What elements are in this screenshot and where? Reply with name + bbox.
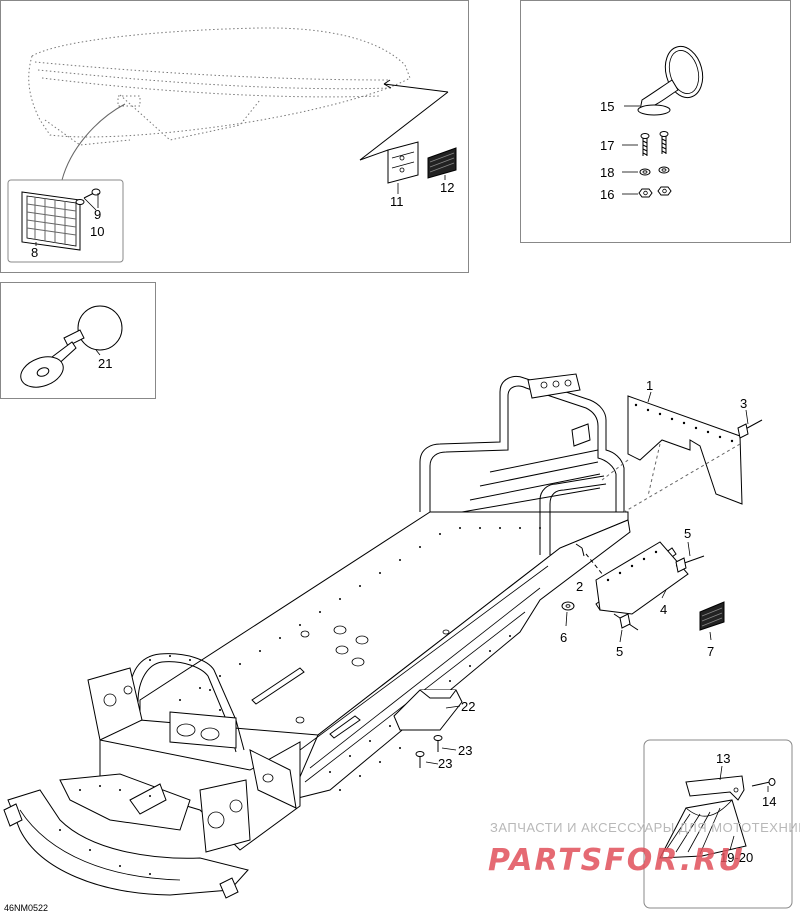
reflector-12 bbox=[427, 147, 457, 179]
panel-frame bbox=[520, 0, 791, 243]
reflector-7 bbox=[699, 601, 725, 631]
panel-hood-reflector: 8 9 10 11 12 bbox=[0, 0, 469, 273]
callout-12: 12 bbox=[440, 180, 454, 195]
callout-7: 7 bbox=[707, 644, 714, 659]
deck-holes bbox=[295, 625, 450, 724]
rear-rack bbox=[419, 373, 625, 555]
mirror-15 bbox=[637, 45, 704, 116]
tunnel-side bbox=[289, 519, 631, 801]
bracket-13 bbox=[685, 775, 745, 801]
horn-21 bbox=[20, 305, 123, 388]
callout-16: 16 bbox=[600, 187, 614, 202]
panel-mirror: 15 17 18 16 bbox=[520, 0, 791, 243]
callout-15: 15 bbox=[600, 99, 614, 114]
panel-horn: 21 bbox=[0, 282, 156, 399]
watermark-logo: PARTSFOR.RU bbox=[488, 843, 745, 878]
rivet-3 bbox=[737, 419, 763, 439]
watermark-tagline: ЗАПЧАСТИ И АКСЕССУАРЫ ДЛЯ МОТОТЕХНИКИ bbox=[490, 820, 800, 835]
panel-frame bbox=[0, 0, 469, 273]
bracket-11 bbox=[359, 141, 419, 184]
rivet-5-lower bbox=[613, 613, 639, 631]
reflector-8 bbox=[21, 191, 81, 251]
front-end bbox=[3, 667, 301, 899]
heat-shield-19-20 bbox=[659, 799, 747, 859]
bracket-4 bbox=[595, 541, 689, 615]
callout-1: 1 bbox=[646, 378, 653, 393]
rivet-5-upper bbox=[675, 555, 705, 573]
callout-23-lower: 23 bbox=[438, 756, 452, 771]
callout-9: 9 bbox=[94, 207, 101, 222]
panel-heat-shield: 13 14 19-20 bbox=[643, 739, 793, 909]
cover-22 bbox=[393, 689, 463, 731]
callout-4: 4 bbox=[660, 602, 667, 617]
nuts-16 bbox=[638, 186, 672, 198]
rivet-dots bbox=[179, 527, 541, 791]
washers-18 bbox=[639, 166, 670, 176]
callout-18: 18 bbox=[600, 165, 614, 180]
callout-8: 8 bbox=[31, 245, 38, 260]
chassis-frame bbox=[3, 373, 631, 899]
screw-14 bbox=[751, 778, 776, 787]
callout-10: 10 bbox=[90, 224, 104, 239]
screws-17 bbox=[640, 131, 669, 156]
callout-19-20: 19-20 bbox=[720, 850, 753, 865]
callout-5-lower: 5 bbox=[616, 644, 623, 659]
callout-14: 14 bbox=[762, 794, 776, 809]
callout-5-upper: 5 bbox=[684, 526, 691, 541]
callout-23-upper: 23 bbox=[458, 743, 472, 758]
watermark: ЗАПЧАСТИ И АКСЕССУАРЫ ДЛЯ МОТОТЕХНИКИ PA… bbox=[488, 820, 800, 878]
snowflap-1 bbox=[601, 395, 743, 513]
callout-2: 2 bbox=[576, 579, 583, 594]
screws-23 bbox=[415, 735, 443, 768]
callout-3: 3 bbox=[740, 396, 747, 411]
washer-6 bbox=[561, 601, 575, 611]
callout-21: 21 bbox=[98, 356, 112, 371]
hood-outline bbox=[28, 27, 411, 138]
reflector-detail-frame bbox=[7, 179, 124, 263]
callout-11: 11 bbox=[390, 194, 404, 209]
callout-13: 13 bbox=[716, 751, 730, 766]
diagram-code: 46NM0522 bbox=[4, 903, 48, 913]
panel-frame bbox=[0, 282, 156, 399]
callout-22: 22 bbox=[461, 699, 475, 714]
callout-17: 17 bbox=[600, 138, 614, 153]
callout-6: 6 bbox=[560, 630, 567, 645]
panel-frame bbox=[643, 739, 793, 909]
